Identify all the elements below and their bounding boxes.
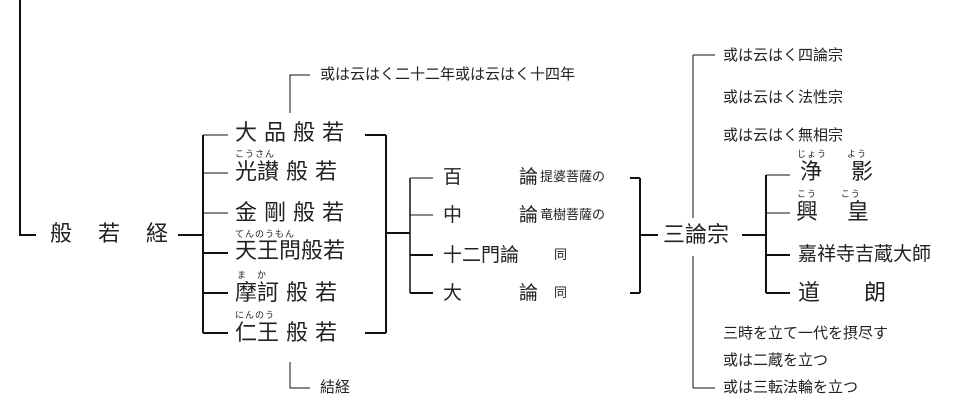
note-top: 或は云はく二十二年或は云はく十四年 — [320, 65, 576, 83]
root-node: 般 若 経 — [50, 222, 171, 247]
master-ruby: こう こう — [797, 190, 861, 200]
master-node: 興 皇 — [796, 200, 869, 225]
school-note: 或は三転法輪を立つ — [723, 378, 859, 396]
treatise-node: 中 論 — [443, 204, 539, 226]
treatise-node: 百 論 — [443, 166, 539, 188]
note-bottom: 結経 — [320, 378, 351, 396]
sutra-node: 天王問般若 — [235, 239, 346, 264]
sutra-node: 光讃 般 若 — [235, 160, 337, 185]
school-note: 或は云はく法性宗 — [723, 88, 844, 106]
treatise-node: 大 論 — [443, 282, 539, 304]
sutra-ruby: ま か — [237, 271, 268, 281]
sutra-ruby: こうさん — [235, 150, 276, 160]
treatise-note: 同 — [554, 286, 568, 301]
sutra-node: 摩訶 般 若 — [235, 281, 337, 306]
treatise-note: 同 — [554, 248, 568, 263]
master-node: 浄 影 — [800, 160, 873, 185]
school-note: 或は云はく四論宗 — [723, 46, 844, 64]
treatise-note: 提婆菩薩の — [540, 170, 606, 185]
sutra-node: 大 品 般 若 — [235, 121, 344, 146]
sutra-ruby: てんのうもん — [235, 230, 296, 240]
master-node: 道 朗 — [798, 281, 887, 306]
sutra-node: 仁王 般 若 — [235, 321, 337, 346]
school-note: 或は二蔵を立つ — [723, 351, 829, 369]
master-node: 嘉祥寺吉蔵大師 — [798, 243, 932, 265]
treatise-node: 十二門論 — [443, 244, 520, 266]
school-note: 三時を立て一代を摂尽す — [723, 324, 889, 342]
sutra-ruby: にんのう — [235, 311, 276, 321]
school-note: 或は云はく無相宗 — [723, 126, 844, 144]
sutra-node: 金 剛 般 若 — [235, 201, 344, 226]
treatise-note: 竜樹菩薩の — [540, 208, 606, 223]
master-ruby: じょう よう — [797, 150, 868, 160]
school-node: 三論宗 — [663, 223, 730, 248]
